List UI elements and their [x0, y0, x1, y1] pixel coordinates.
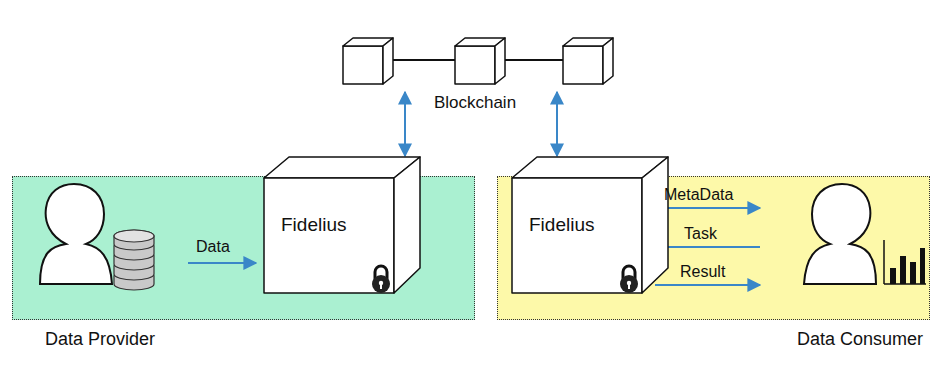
- connector-arrow: [404, 92, 406, 156]
- blockchain-label: Blockchain: [335, 93, 615, 113]
- fidelius-box: Fidelius: [263, 156, 421, 296]
- box-label: Fidelius: [281, 214, 346, 236]
- data-arrow: [188, 262, 256, 264]
- lock-icon: [620, 266, 638, 293]
- blockchain-cubes: [335, 32, 615, 92]
- arrow-label-holder: Data: [196, 238, 230, 256]
- lock-icon: [372, 266, 390, 293]
- arrow-label-holder: Task: [684, 225, 717, 243]
- database-icon: [114, 230, 154, 290]
- metadata-arrow: [655, 207, 760, 209]
- task-arrow: [655, 246, 760, 248]
- arrow-label-holder: Result: [680, 263, 725, 281]
- region-label: Data Consumer: [498, 329, 929, 350]
- arrow-label: MetaData: [664, 186, 733, 203]
- blockchain-node: Blockchain: [335, 32, 615, 92]
- fidelius-box: Fidelius: [511, 156, 669, 296]
- result-arrow: [655, 284, 760, 286]
- arrow-label: Data: [196, 238, 230, 255]
- box-label: Fidelius: [529, 214, 594, 236]
- arrow-label-holder: MetaData: [664, 186, 733, 204]
- arrow-label: Task: [684, 225, 717, 242]
- region-label: Data Provider: [13, 329, 474, 350]
- connector-arrow: [556, 92, 558, 156]
- arrow-label: Result: [680, 263, 725, 280]
